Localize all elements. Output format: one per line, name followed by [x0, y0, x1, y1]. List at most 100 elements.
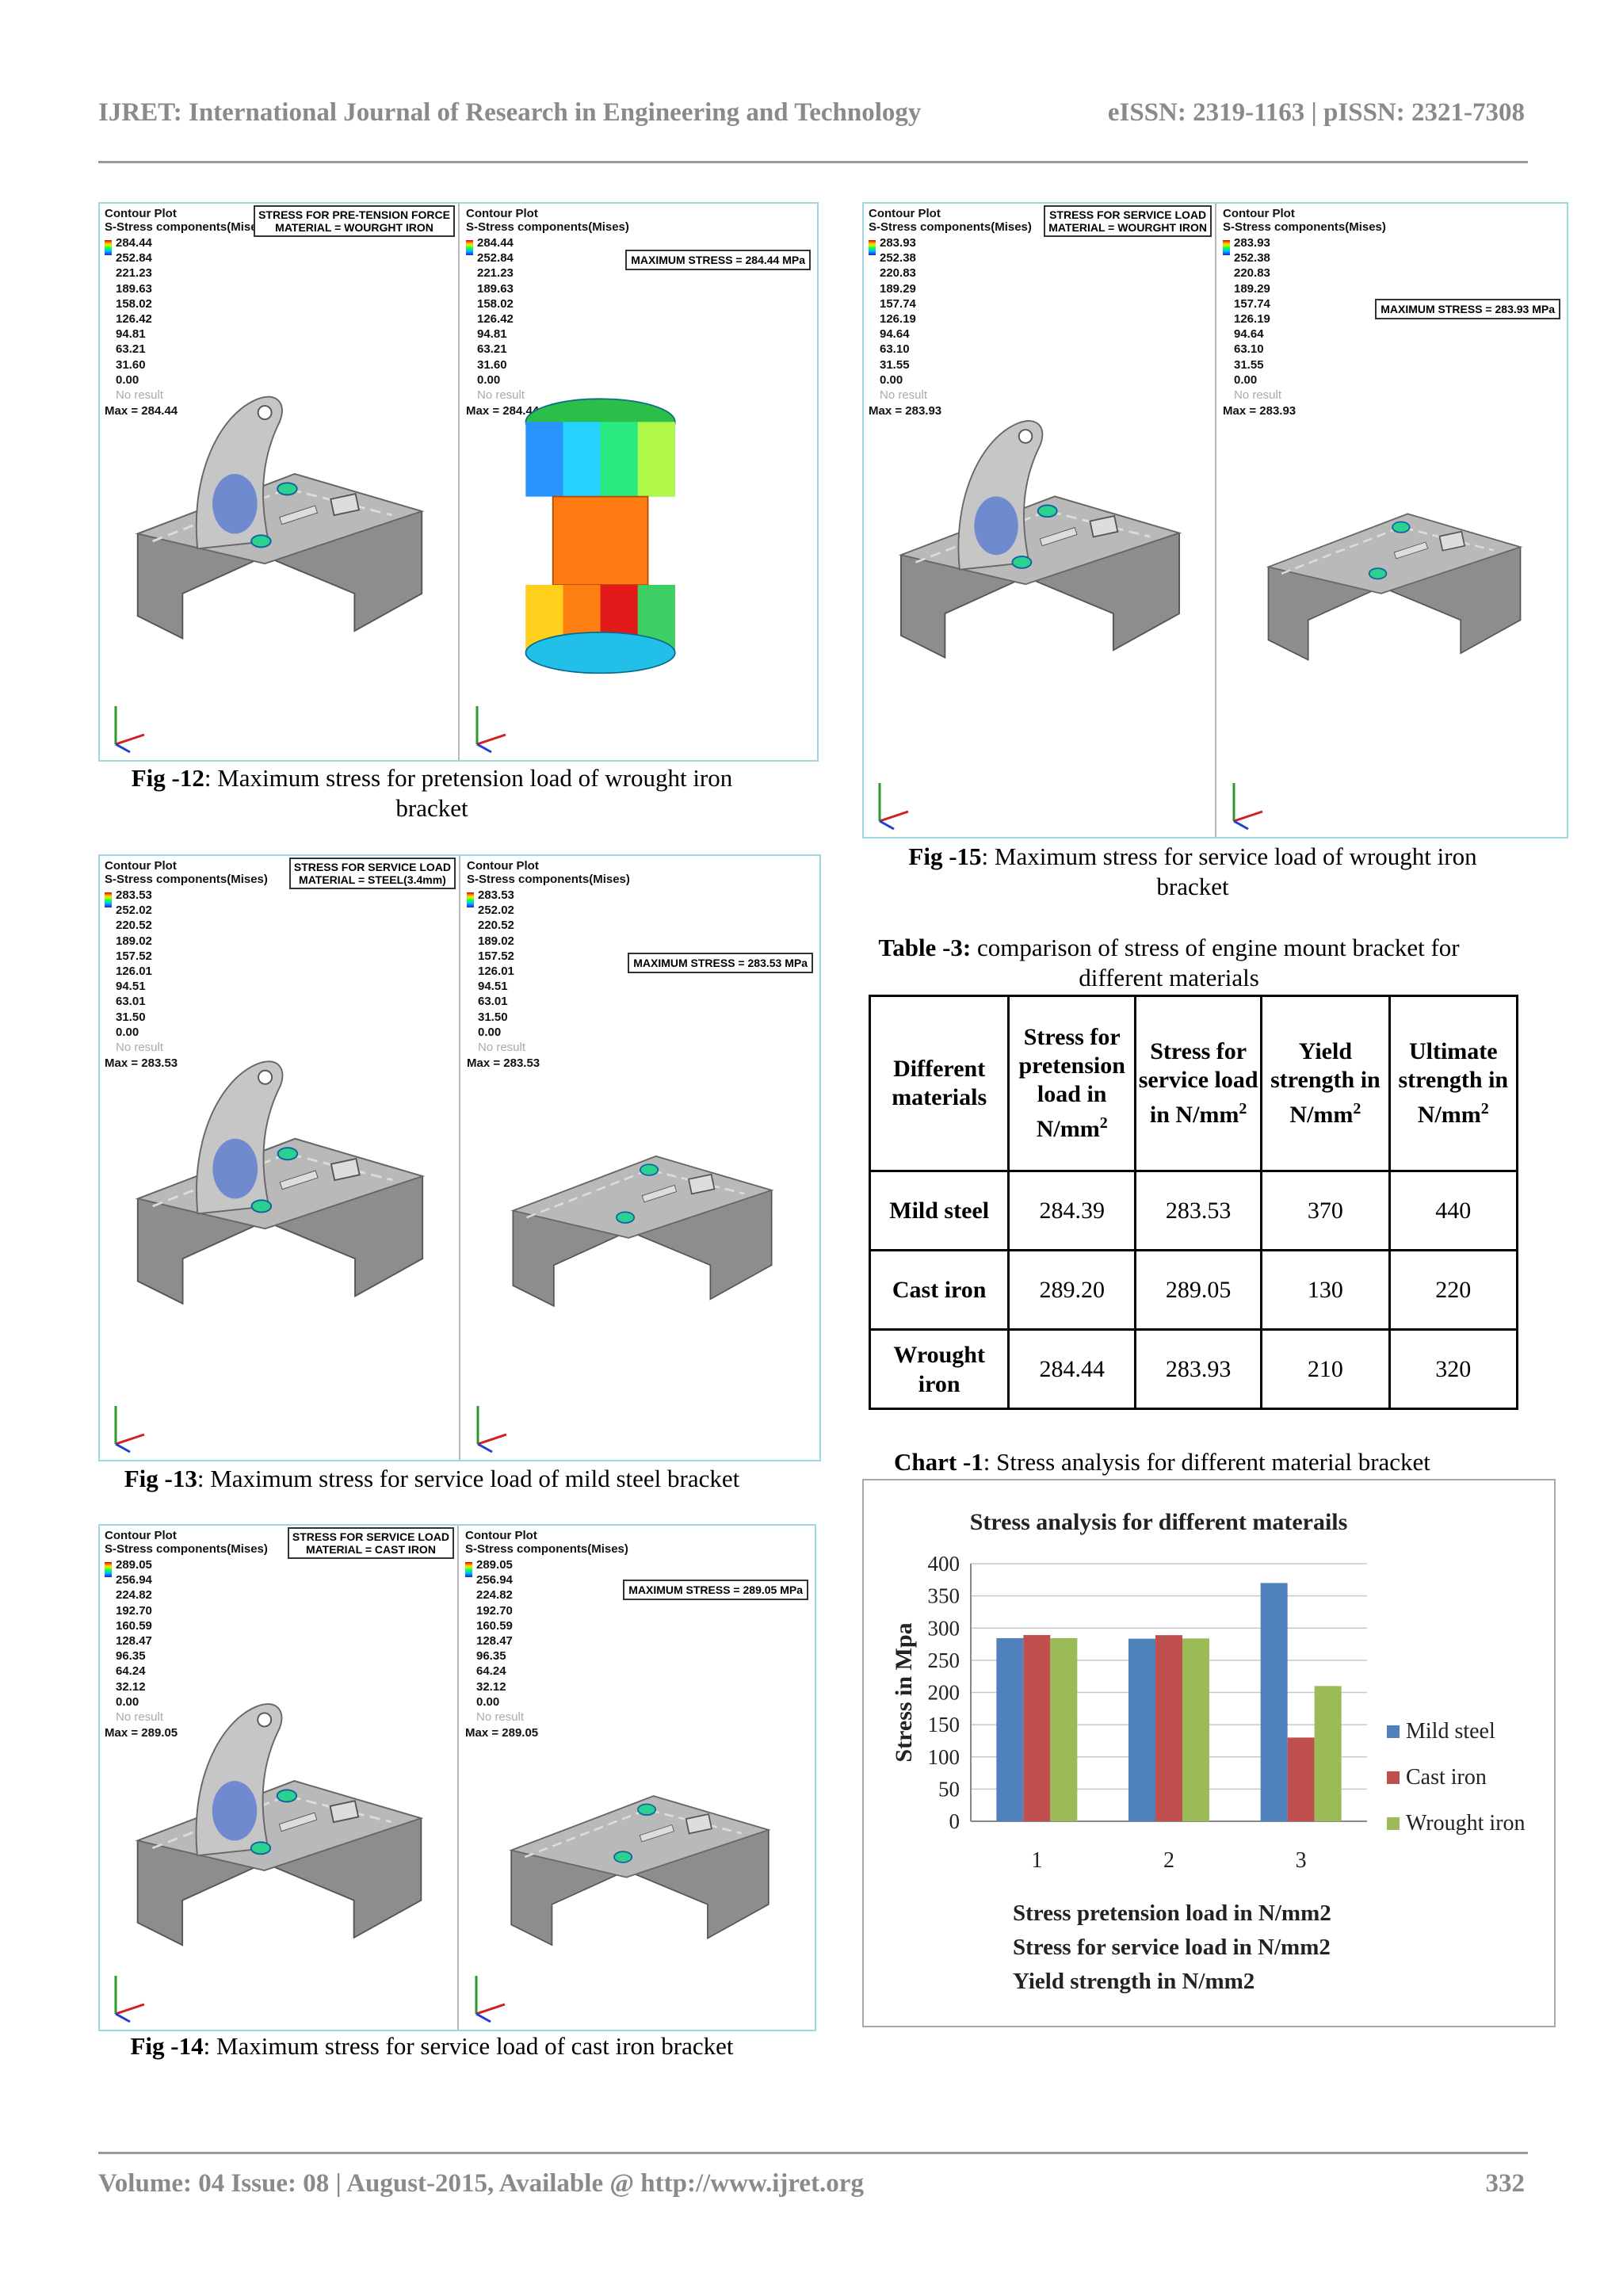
scale-value: 63.01: [478, 995, 508, 1009]
table-label: Table -3:: [878, 934, 972, 961]
bar-mild-steel: [1128, 1638, 1155, 1821]
scale-value: 96.35: [476, 1649, 506, 1664]
no-result-label: No result: [476, 1710, 525, 1724]
plot-title: Contour Plot: [1223, 207, 1295, 220]
plot-subtitle: S-Stress components(Mises): [105, 220, 268, 234]
table-row: Wrought iron 284.44 283.93 210 320: [868, 1328, 1519, 1410]
scale-value: 31.55: [1234, 357, 1264, 372]
max-value: Max = 284.44: [105, 404, 178, 418]
table-cell: 220: [1388, 1249, 1519, 1331]
category-note: Yield strength in N/mm2: [1013, 1969, 1254, 1994]
color-bar: [466, 240, 473, 256]
bar-cast-iron: [1287, 1737, 1315, 1821]
scale-value: 94.51: [116, 980, 146, 994]
caption-fig-13: Fig -13: Maximum stress for service load…: [111, 1464, 753, 1494]
chart-caption-text: : Stress analysis for different material…: [983, 1448, 1430, 1476]
axis-triad: [475, 706, 506, 754]
table-row: Cast iron 289.20 289.05 130 220: [868, 1249, 1519, 1331]
scale-value: 126.19: [1234, 311, 1270, 326]
chart-canvas: Stress analysis for different materails0…: [891, 1509, 1526, 1994]
plot-title: Contour Plot: [105, 207, 177, 220]
y-tick-label: 300: [928, 1616, 960, 1640]
running-header: IJRET: International Journal of Research…: [98, 98, 1525, 135]
scale-value: 283.53: [116, 888, 152, 902]
table-cell-material: Wrought iron: [868, 1328, 1010, 1410]
max-value: Max = 289.05: [105, 1726, 178, 1740]
scale-value: 128.47: [116, 1633, 152, 1648]
y-tick-label: 350: [928, 1584, 960, 1608]
scale-value: 0.00: [116, 372, 139, 387]
scale-value: 94.51: [478, 980, 508, 994]
table-cell: 289.20: [1007, 1249, 1137, 1331]
no-result-label: No result: [116, 388, 164, 402]
color-bar: [105, 240, 112, 256]
table-header-row: Different materials Stress for pretensio…: [868, 995, 1519, 1172]
plot-subtitle: S-Stress components(Mises): [467, 873, 630, 886]
table-cell-material: Mild steel: [868, 1170, 1010, 1251]
no-result-label: No result: [880, 388, 928, 402]
bar-wrought-iron: [1050, 1637, 1078, 1821]
scale-value: 157.52: [478, 949, 514, 963]
scale-value: 96.35: [116, 1649, 146, 1664]
scale-value: 64.24: [476, 1664, 506, 1679]
plot-title: Contour Plot: [105, 859, 177, 873]
scale-value: 157.52: [116, 949, 152, 963]
no-result-label: No result: [116, 1710, 164, 1724]
legend-label: Wrought iron: [1406, 1811, 1526, 1836]
plot-subtitle: S-Stress components(Mises): [466, 220, 629, 234]
color-bar: [105, 1562, 112, 1578]
scale-value: 224.82: [476, 1588, 513, 1603]
bracket-plate-model: [510, 1155, 774, 1307]
scale-value: 94.81: [116, 327, 146, 342]
plot-title: Contour Plot: [869, 207, 941, 220]
scale-value: 160.59: [116, 1618, 152, 1633]
load-case-title: STRESS FOR SERVICE LOAD: [1049, 208, 1207, 221]
scale-value: 158.02: [116, 296, 152, 311]
bracket-model: [135, 1703, 424, 1946]
plot-title: Contour Plot: [465, 1529, 537, 1542]
caption-fig-14: Fig -14: Maximum stress for service load…: [111, 2031, 753, 2061]
x-tick-label: 1: [1031, 1848, 1042, 1873]
scale-value: 0.00: [478, 1025, 502, 1039]
table-cell-material: Cast iron: [868, 1249, 1010, 1331]
scale-value: 31.50: [478, 1010, 508, 1024]
maximum-stress-callout: MAXIMUM STRESS = 284.44 MPa: [625, 250, 811, 270]
scale-value: 0.00: [1234, 372, 1258, 387]
material-label: MATERIAL = CAST IRON: [305, 1543, 436, 1556]
scale-value: 0.00: [476, 1694, 500, 1709]
scale-value: 252.02: [116, 904, 152, 918]
scale-value: 31.55: [880, 357, 910, 372]
caption-fig-15: Fig -15: Maximum stress for service load…: [872, 842, 1514, 902]
y-tick-label: 150: [928, 1713, 960, 1736]
chart-caption: Chart -1: Stress analysis for different …: [894, 1448, 1430, 1477]
maximum-stress-callout: MAXIMUM STRESS = 283.93 MPa: [1375, 299, 1560, 319]
running-footer: Volume: 04 Issue: 08 | August-2015, Avai…: [98, 2169, 1525, 2206]
scale-value: 63.10: [880, 342, 910, 357]
scale-value: 160.59: [476, 1618, 513, 1633]
issn: eISSN: 2319-1163 | pISSN: 2321-7308: [1107, 98, 1525, 127]
caption-text: : Maximum stress for pretension load of …: [204, 764, 733, 822]
bar-wrought-iron: [1182, 1638, 1209, 1821]
color-bar: [467, 892, 474, 908]
y-tick-label: 250: [928, 1648, 960, 1672]
axis-triad: [114, 706, 145, 754]
table-row: Mild steel 284.39 283.53 370 440: [868, 1170, 1519, 1251]
plot-title: Contour Plot: [467, 859, 539, 873]
max-value: Max = 283.53: [467, 1056, 540, 1071]
scale-value: 126.42: [477, 311, 514, 326]
scale-value: 63.21: [116, 342, 146, 357]
scale-value: 126.42: [116, 311, 152, 326]
table-cell: 370: [1260, 1170, 1391, 1251]
plot-subtitle: S-Stress components(Mises): [465, 1542, 628, 1556]
